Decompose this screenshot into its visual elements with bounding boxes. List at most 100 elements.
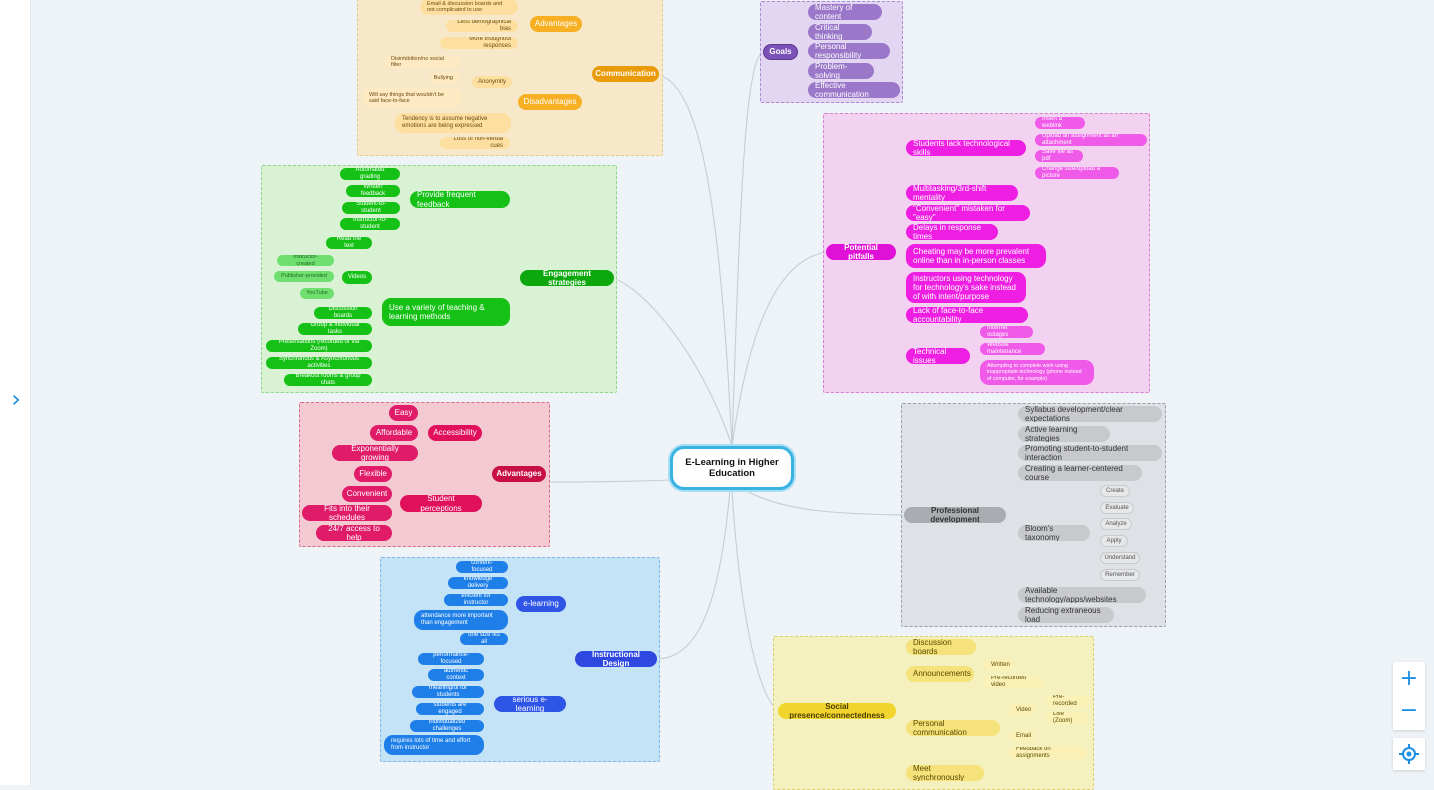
elearning-one-size[interactable]: one size fits all <box>460 633 508 645</box>
comm-adv-item-email[interactable]: Email & discussion boards and not compli… <box>420 0 518 15</box>
engagement-node[interactable]: Engagement strategies <box>520 270 614 286</box>
perception-flexible[interactable]: Flexible <box>354 466 392 482</box>
serious-individualized[interactable]: individualized challenges <box>410 720 484 732</box>
anonymity-node[interactable]: Anonymity <box>472 76 512 88</box>
comm-advantages-node[interactable]: Advantages <box>530 16 582 32</box>
elearning-content-focused[interactable]: content-focused <box>456 561 508 573</box>
feedback-instructor-to-student[interactable]: Instructor-to-student <box>340 218 400 230</box>
goal-critical-thinking[interactable]: Critical thinking <box>808 24 872 40</box>
pitfall-tech-skills[interactable]: Students lack technological skills <box>906 140 1026 156</box>
variety-presentations[interactable]: Presentations (recorded or via Zoom) <box>266 340 372 352</box>
accessibility-easy[interactable]: Easy <box>389 405 418 421</box>
tech-skill-pdf[interactable]: Save file as pdf <box>1035 150 1083 162</box>
feedback-node[interactable]: Provide frequent feedback <box>410 191 510 208</box>
serious-meaningful[interactable]: meaningful for students <box>412 686 484 698</box>
pitfall-technical-issues[interactable]: Technical issues <box>906 348 970 364</box>
communication-node[interactable]: Communication <box>592 66 659 82</box>
plus-icon[interactable]: + <box>1399 666 1419 691</box>
perception-convenient[interactable]: Convenient <box>342 486 392 502</box>
pitfall-cheating[interactable]: Cheating may be more prevalent online th… <box>906 244 1046 268</box>
instructional-design-node[interactable]: Instructional Design <box>575 651 657 667</box>
goal-problem-solving[interactable]: Problem-solving <box>808 63 874 79</box>
pd-learner-centered[interactable]: Creating a learner-centered course <box>1018 465 1142 481</box>
pitfall-multitasking[interactable]: Multitasking/3rd-shift mentality <box>906 185 1018 201</box>
bloom-analyze[interactable]: Analyze <box>1100 518 1132 530</box>
pitfall-tech-sake[interactable]: Instructors using technology for technol… <box>906 272 1026 303</box>
video-live-zoom[interactable]: Live (Zoom) <box>1046 712 1088 724</box>
feedback-automated-grading[interactable]: Automated grading <box>340 168 400 180</box>
advantages-node[interactable]: Advantages <box>492 466 546 482</box>
announcements-written[interactable]: Written <box>984 659 1014 671</box>
goal-effective-communication[interactable]: Effective communication <box>808 82 900 98</box>
elearning-efficient[interactable]: efficient for instructor <box>444 594 508 606</box>
technical-internet-outages[interactable]: Internet outages <box>980 326 1033 338</box>
pitfalls-node[interactable]: Potential pitfalls <box>826 244 896 260</box>
pd-available-technology[interactable]: Available technology/apps/websites <box>1018 587 1146 603</box>
pitfall-accountability[interactable]: Lack of face-to-face accountability <box>906 307 1028 323</box>
accessibility-node[interactable]: Accessibility <box>428 425 482 441</box>
social-announcements[interactable]: Announcements <box>906 666 974 682</box>
pd-syllabus[interactable]: Syllabus development/clear expectations <box>1018 406 1162 422</box>
student-perceptions-node[interactable]: Student perceptions <box>400 495 482 512</box>
elearning-node[interactable]: e-learning <box>516 596 566 612</box>
tech-skill-upload[interactable]: Upload an assignment as an attachment <box>1035 134 1147 146</box>
tech-skill-weblink[interactable]: Insert a weblink <box>1035 117 1085 129</box>
serious-time-effort[interactable]: requires lots of time and effort from in… <box>384 735 484 755</box>
goals-node[interactable]: Goals <box>763 44 798 60</box>
videos-youtube[interactable]: YouTube <box>300 288 334 299</box>
pitfall-delays[interactable]: Delays in response times <box>906 224 998 240</box>
feedback-written[interactable]: Written feedback <box>346 185 400 197</box>
elearning-knowledge-delivery[interactable]: knowledge delivery <box>448 577 508 589</box>
variety-breakout-rooms[interactable]: Breakout rooms & group chats <box>284 374 372 386</box>
bloom-evaluate[interactable]: Evaluate <box>1100 502 1134 514</box>
variety-read-text[interactable]: Read the text <box>326 237 372 249</box>
comm-adv-item-thoughtful[interactable]: More thoughtful responses <box>440 37 518 49</box>
serious-authentic-context[interactable]: authentic context <box>428 669 484 681</box>
social-meet-synchronously[interactable]: Meet synchronously <box>906 765 984 781</box>
tech-skill-picture[interactable]: Change size/upload a picture <box>1035 167 1119 179</box>
videos-publisher-provided[interactable]: Publisher-provided <box>274 271 334 282</box>
videos-instructor-created[interactable]: Instructor-created <box>277 255 334 266</box>
anonymity-item-disinhibition[interactable]: Disinhibition/no social filter <box>384 56 462 68</box>
professional-development-node[interactable]: Professional development <box>904 507 1006 523</box>
social-discussion-boards[interactable]: Discussion boards <box>906 639 976 655</box>
bloom-remember[interactable]: Remember <box>1100 569 1140 581</box>
pd-student-interaction[interactable]: Promoting student-to-student interaction <box>1018 445 1162 461</box>
variety-videos[interactable]: Videos <box>342 271 372 284</box>
pd-active-learning[interactable]: Active learning strategies <box>1018 426 1110 442</box>
bloom-understand[interactable]: Understand <box>1100 552 1140 564</box>
perception-24-7-help[interactable]: 24/7 access to help <box>316 525 392 541</box>
variety-discussion-boards[interactable]: Discussion boards <box>314 307 372 319</box>
personal-video[interactable]: Video <box>1009 704 1036 716</box>
perception-fits-schedules[interactable]: Fits into their schedules <box>302 505 392 521</box>
personal-feedback-assignments[interactable]: Feedback on assignments <box>1009 747 1087 759</box>
comm-dis-item-nonverbal[interactable]: Loss of non-verbal cues <box>440 137 510 149</box>
bloom-apply[interactable]: Apply <box>1100 535 1128 547</box>
feedback-student-to-student[interactable]: Student-to-student <box>342 202 400 214</box>
serious-elearning-node[interactable]: serious e-learning <box>494 696 566 712</box>
serious-students-engaged[interactable]: students are engaged <box>416 703 484 715</box>
bloom-create[interactable]: Create <box>1100 485 1130 497</box>
variety-synchronous[interactable]: Synchronous & Asynchronous activities <box>266 357 372 369</box>
variety-node[interactable]: Use a variety of teaching & learning met… <box>382 298 510 326</box>
anonymity-item-face-to-face[interactable]: Will say things that wouldn't be said fa… <box>362 88 462 108</box>
social-personal-communication[interactable]: Personal communication <box>906 720 1000 736</box>
personal-email[interactable]: Email <box>1009 730 1035 742</box>
social-presence-node[interactable]: Social presence/connectedness <box>778 703 896 719</box>
elearning-attendance[interactable]: attendance more important than engagemen… <box>414 610 508 630</box>
goal-personal-responsibility[interactable]: Personal responsibility <box>808 43 890 59</box>
accessibility-affordable[interactable]: Affordable <box>370 425 418 441</box>
technical-website-maintenance[interactable]: Website maintenance <box>980 343 1045 355</box>
pd-extraneous-load[interactable]: Reducing extraneous load <box>1018 607 1114 623</box>
accessibility-growing[interactable]: Exponentially growing <box>332 445 418 461</box>
pitfall-convenient[interactable]: "Convenient" mistaken for "easy" <box>906 205 1030 221</box>
anonymity-item-bullying[interactable]: Bullying <box>430 72 460 84</box>
comm-dis-item-negative[interactable]: Tendency is to assume negative emotions … <box>395 113 511 133</box>
variety-group-tasks[interactable]: Group & individual tasks <box>298 323 372 335</box>
comm-adv-item-demographic[interactable]: Less demographical bias <box>446 20 518 32</box>
pd-blooms-taxonomy[interactable]: Bloom's taxonomy <box>1018 525 1090 541</box>
central-topic[interactable]: E-Learning in Higher Education <box>670 446 794 490</box>
technical-inappropriate-tech[interactable]: Attempting to complete work using inappr… <box>980 360 1094 385</box>
minus-icon[interactable]: − <box>1399 698 1419 723</box>
chevron-right-icon[interactable]: › <box>11 385 21 413</box>
